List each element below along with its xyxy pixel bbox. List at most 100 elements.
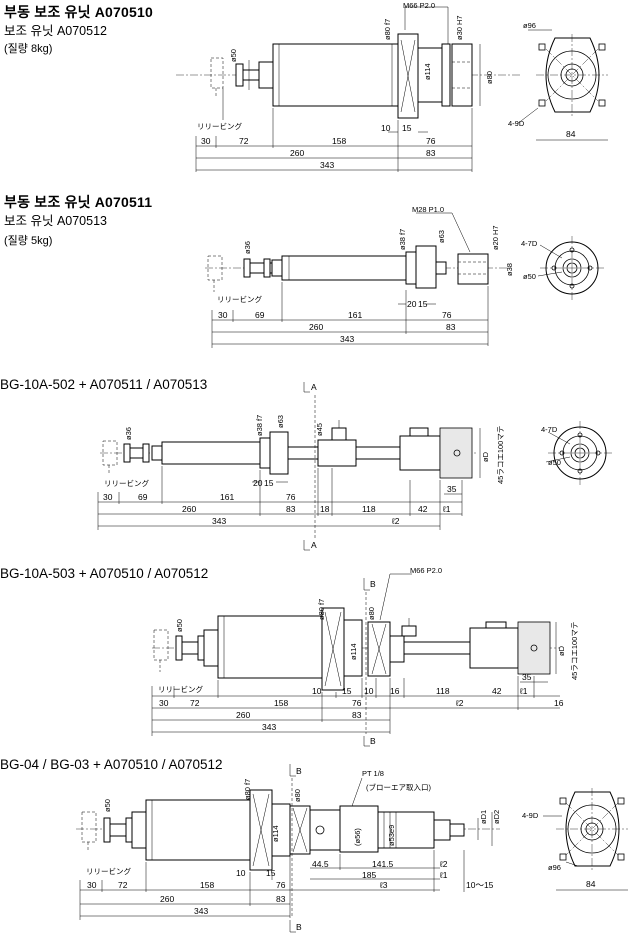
s5-collar: ø80 f7 (243, 779, 252, 800)
s3-dim-76: 76 (286, 492, 296, 502)
s5-dim-343: 343 (194, 906, 208, 916)
s4-sec-b-top: B (370, 579, 376, 589)
s5-dim-l2: ℓ2 (439, 859, 448, 869)
s1-collar-label: ø80 f7 (383, 19, 392, 40)
s3-od: øD (481, 451, 490, 462)
s1-holes: 4-9D (508, 119, 525, 128)
s2-thread-label: M28 P1.0 (412, 205, 444, 214)
s5-face-dia: ø96 (548, 863, 561, 872)
s3-tap: 45ラコエ100マテ (496, 426, 505, 484)
section2-mass: (질량 5kg) (4, 235, 53, 247)
s5-dim-30: 30 (87, 880, 97, 890)
s4-thread: M66 P2.0 (410, 566, 442, 575)
s5-pt: PT 1/8 (362, 769, 384, 778)
s4-od: øD (557, 645, 566, 656)
s5-shaft-dia: ø50 (103, 799, 112, 812)
s2-holes: 4-7D (521, 239, 538, 248)
s1-dim-343: 343 (320, 160, 334, 170)
s4-dim-118: 118 (436, 686, 450, 696)
s3-shaft-dia: ø36 (124, 427, 133, 440)
s3-release: リリービング (104, 478, 149, 488)
s4-dim-72: 72 (190, 698, 200, 708)
section1-subtitle: 보조 유닛 A070512 (4, 24, 107, 38)
s3-dim-18: 18 (320, 504, 330, 514)
section1-mass: (질량 8kg) (4, 43, 53, 55)
s5-dim-158: 158 (200, 880, 214, 890)
s5-d2: øD2 (492, 810, 501, 824)
section3-drawing: ø36 ø38 f7 ø63 ø45 øD 45ラコエ100マテ リリービング … (97, 382, 612, 551)
s3-face-dia: ø50 (548, 458, 561, 467)
s5-d56: (ø56) (353, 828, 362, 846)
s5-dim-185: 185 (362, 870, 376, 880)
s3-gap1: 20 (253, 478, 263, 488)
s3-sec-a-top: A (311, 382, 317, 392)
s4-flange: ø80 (367, 607, 376, 620)
s2-dim-83: 83 (446, 322, 456, 332)
s4-dim-42: 42 (492, 686, 502, 696)
s3-dim-161: 161 (220, 492, 234, 502)
s5-sec-b-top: B (296, 766, 302, 776)
s2-out-dia: ø38 (505, 263, 514, 276)
s1-dim-30: 30 (201, 136, 211, 146)
s5-width: 84 (586, 879, 596, 889)
s4-dim-15: 15 (342, 686, 352, 696)
s3-collar: ø38 f7 (255, 415, 264, 436)
s4-shaft-dia: ø50 (175, 619, 184, 632)
s5-dim-15: 15 (266, 868, 276, 878)
s1-thread-label: M66 P2.0 (403, 1, 435, 10)
section4-drawing: M66 P2.0 ø50 ø80 f7 ø114 ø80 øD 45ラコエ100… (151, 566, 579, 747)
s3-dim-343: 343 (212, 516, 226, 526)
s5-sec-b-bot: B (296, 922, 302, 932)
s2-flange: ø63 (437, 230, 446, 243)
s4-tap: 45ラコエ100マテ (570, 622, 579, 680)
s5-dim-260: 260 (160, 894, 174, 904)
s4-dim-10b: 10 (364, 686, 374, 696)
s2-collar: ø38 f7 (398, 229, 407, 250)
s2-gap1: 20 (407, 299, 417, 309)
section4-heading: BG-10A-503 + A070510 / A070512 (0, 566, 209, 581)
s1-dim-83: 83 (426, 148, 436, 158)
s5-d53: ø53e9 (387, 825, 396, 846)
s2-dim-343: 343 (340, 334, 354, 344)
s4-d35: 35 (522, 672, 532, 682)
s5-dim-10: 10 (236, 868, 246, 878)
section2-drawing: M28 P1.0 ø36 ø38 f7 ø63 ø20 H7 ø38 リリービン… (205, 205, 604, 348)
s3-dim-42: 42 (418, 504, 428, 514)
s1-body-dia: ø114 (423, 63, 432, 80)
s5-dim-l1: ℓ1 (439, 870, 448, 880)
s2-gap2: 15 (418, 299, 428, 309)
s5-dim-83: 83 (276, 894, 286, 904)
s3-d35: 35 (447, 484, 457, 494)
s3-dim-30: 30 (103, 492, 113, 502)
s5-air: (ブローエア取入口) (366, 782, 431, 792)
s3-gap2: 15 (264, 478, 274, 488)
s4-dim-10: 10 (312, 686, 322, 696)
s2-dim-161: 161 (348, 310, 362, 320)
s1-shaft-dia: ø50 (229, 49, 238, 62)
section5-heading: BG-04 / BG-03 + A070510 / A070512 (0, 757, 223, 772)
s5-dim-445: 44.5 (312, 859, 329, 869)
s5-dim-72: 72 (118, 880, 128, 890)
s4-dim-343: 343 (262, 722, 276, 732)
s2-release: リリービング (217, 294, 262, 304)
s1-gap2: 15 (402, 123, 412, 133)
s2-dim-30: 30 (218, 310, 228, 320)
s4-sec-b-bot: B (370, 736, 376, 746)
s3-flange: ø63 (276, 415, 285, 428)
s5-dim-l3: ℓ3 (379, 880, 388, 890)
s4-dim-30: 30 (159, 698, 169, 708)
s1-face-dia: ø96 (523, 21, 536, 30)
s1-dim-260: 260 (290, 148, 304, 158)
s4-body-dia: ø114 (349, 643, 358, 660)
s5-d1: øD1 (479, 810, 488, 824)
s5-flange: ø80 (293, 789, 302, 802)
s4-dim-260: 260 (236, 710, 250, 720)
s4-dim-158: 158 (274, 698, 288, 708)
s1-dim-72: 72 (239, 136, 249, 146)
s2-shaft-dia: ø36 (243, 241, 252, 254)
s1-bore-label: ø30 H7 (455, 15, 464, 40)
s2-bore: ø20 H7 (491, 225, 500, 250)
s3-holes: 4-7D (541, 425, 558, 434)
s1-dim-158: 158 (332, 136, 346, 146)
